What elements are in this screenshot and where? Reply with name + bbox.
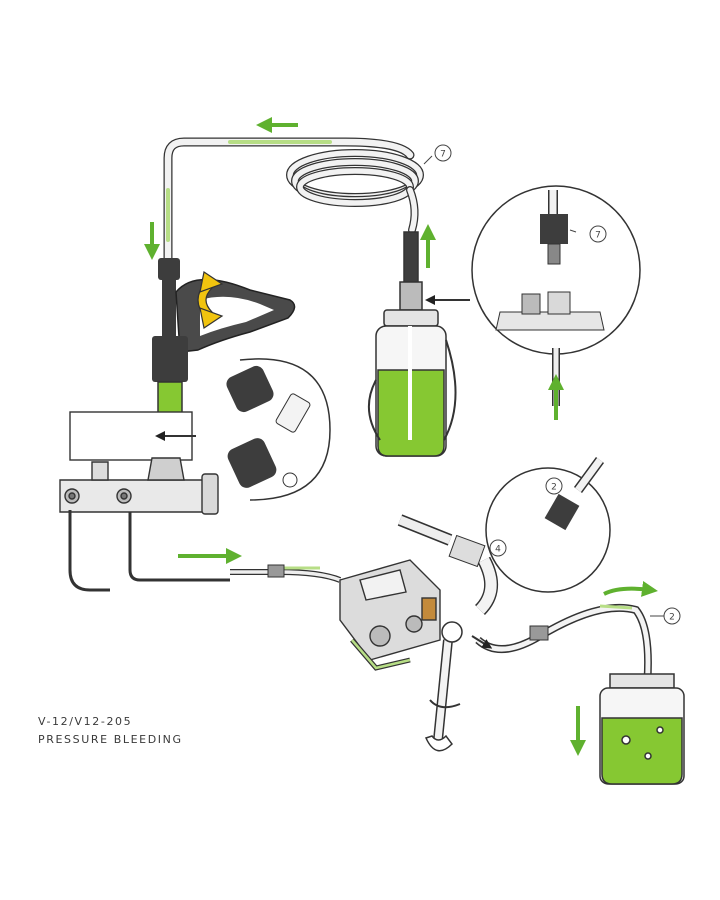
flow-arrows: [144, 117, 658, 756]
diagram-code: V-12/V12-205: [38, 715, 133, 728]
diagram-label: PRESSURE BLEEDING: [38, 733, 183, 746]
callout-elbow: 4: [489, 539, 507, 557]
callout-drain-label: 2: [669, 613, 675, 623]
bleeder-hose-detail: [397, 457, 611, 615]
brake-line: [230, 564, 342, 583]
coupling-detail: [425, 185, 641, 406]
callout-hose-label: 7: [440, 150, 446, 160]
master-cylinder: [59, 411, 230, 592]
callout-hose: 7: [423, 144, 452, 165]
callout-bleeder: 2: [545, 477, 563, 495]
cap-detail: [155, 358, 331, 501]
pressure-bottle: [367, 231, 457, 457]
pressure-hose: [163, 137, 424, 265]
collection-jar: [599, 673, 685, 785]
callout-elbow-label: 4: [495, 545, 501, 555]
callout-drain: 2: [650, 607, 681, 625]
callout-coupling-label: 7: [595, 231, 601, 241]
callout-bleeder-label: 2: [551, 483, 557, 493]
callout-coupling: 7: [569, 225, 607, 243]
wrench-icon: [424, 621, 463, 752]
rotate-icon: [197, 271, 224, 329]
brake-caliper: [339, 559, 441, 671]
